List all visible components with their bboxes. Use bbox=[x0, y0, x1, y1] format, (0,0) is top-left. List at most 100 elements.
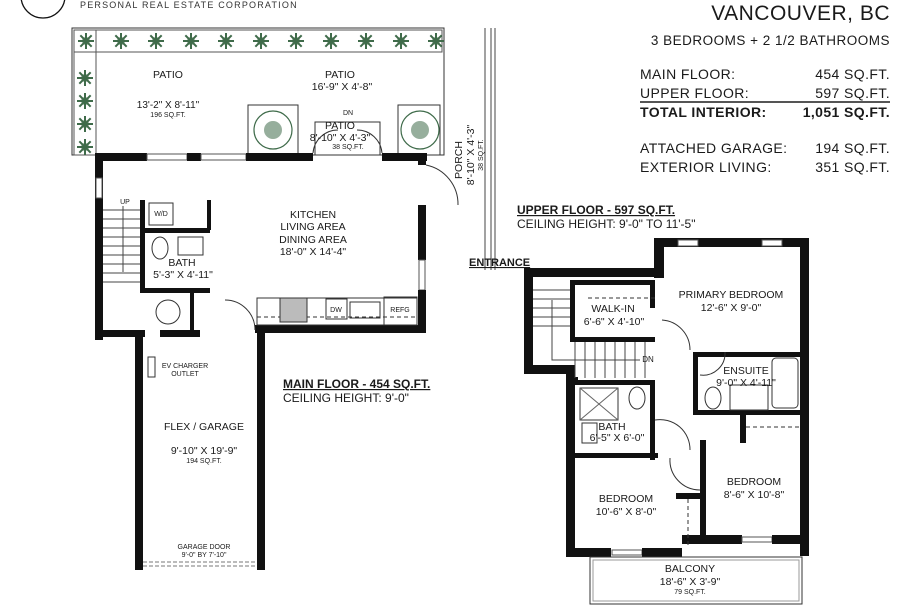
shrub-icon bbox=[78, 33, 94, 49]
bedrooms-bathrooms: 3 BEDROOMS + 2 1/2 BATHROOMS bbox=[650, 33, 890, 48]
room-label: PATIO bbox=[325, 120, 355, 132]
dishwasher bbox=[325, 298, 348, 320]
row-value: 194 SQ.FT. bbox=[815, 140, 890, 156]
room-dims: 8'-10" X 4'-3" bbox=[310, 132, 371, 144]
logo-icon bbox=[20, 0, 66, 19]
row-label: UPPER FLOOR: bbox=[640, 85, 750, 101]
shrub-icon bbox=[113, 33, 129, 49]
room-label: BATH bbox=[598, 421, 625, 433]
room-label: DINING AREA bbox=[279, 234, 347, 246]
patio-outline bbox=[71, 27, 445, 156]
tree-icon bbox=[264, 121, 282, 139]
shrub-icon bbox=[77, 70, 93, 86]
main-floor-ceiling: CEILING HEIGHT: 9'-0" bbox=[283, 391, 409, 405]
room-label: PRIMARY BEDROOM bbox=[679, 289, 784, 301]
room-label: ENSUITE bbox=[723, 365, 769, 377]
shrub-icon bbox=[428, 33, 444, 49]
garage-door-label: GARAGE DOOR bbox=[178, 544, 231, 551]
room-label: BEDROOM bbox=[727, 476, 781, 488]
row-label: ATTACHED GARAGE: bbox=[640, 140, 788, 156]
stairs bbox=[103, 206, 140, 283]
row-value: 454 SQ.FT. bbox=[815, 66, 890, 82]
shrub-icon bbox=[183, 33, 199, 49]
door-swing bbox=[224, 299, 256, 331]
washer-dryer bbox=[148, 202, 174, 226]
room-dims: 10'-6" X 8'-0" bbox=[596, 506, 657, 518]
wd-label: W/D bbox=[154, 211, 168, 218]
shrub-icon bbox=[288, 33, 304, 49]
room-dims: 6'-5" X 6'-0" bbox=[590, 432, 645, 444]
porch-label: PORCH 8'-10" X 4'-3" 38 SQ.FT. bbox=[453, 124, 485, 185]
svg-text:8'-10" X 4'-3": 8'-10" X 4'-3" bbox=[465, 124, 477, 185]
garage-door-label: 9'-0" BY 7'-10" bbox=[182, 552, 227, 559]
row-value: 597 SQ.FT. bbox=[815, 85, 890, 101]
room-label: BATH bbox=[168, 257, 195, 269]
drain-icon bbox=[155, 299, 181, 325]
door-swing bbox=[661, 319, 691, 351]
sink-icon bbox=[581, 422, 598, 444]
room-label: PATIO bbox=[325, 69, 355, 81]
shrub-icon bbox=[393, 33, 409, 49]
room-label: PATIO bbox=[153, 69, 183, 81]
svg-text:PORCH: PORCH bbox=[453, 141, 465, 179]
tree-icon bbox=[400, 110, 440, 150]
sink-icon bbox=[177, 236, 204, 256]
stairs bbox=[533, 289, 646, 378]
upper-floor-plan: UPPER FLOOR - 597 SQ.FT. CEILING HEIGHT:… bbox=[517, 203, 809, 605]
room-dims: 12'-6" X 9'-0" bbox=[701, 302, 762, 314]
stair-dn-label: DN bbox=[642, 355, 654, 364]
patio-door-swing bbox=[312, 129, 383, 154]
city-title: VANCOUVER, BC bbox=[711, 2, 890, 25]
upper-floor-ceiling: CEILING HEIGHT: 9'-0" TO 11'-5" bbox=[517, 217, 696, 231]
shrub-icons bbox=[77, 33, 444, 155]
patio-step bbox=[314, 121, 381, 156]
summary-row-garage: ATTACHED GARAGE: 194 SQ.FT. bbox=[640, 140, 890, 156]
room-label: BEDROOM bbox=[599, 493, 653, 505]
room-dims: 13'-2" X 8'-11" bbox=[137, 100, 200, 111]
row-label: TOTAL INTERIOR: bbox=[640, 104, 767, 120]
summary-row-upper: UPPER FLOOR: 597 SQ.FT. bbox=[640, 85, 890, 103]
room-label: KITCHEN bbox=[290, 209, 336, 221]
door-swing bbox=[654, 419, 691, 451]
room-label: BALCONY bbox=[665, 563, 715, 575]
entrance-label: ENTRANCE bbox=[469, 257, 530, 269]
door-swing bbox=[699, 351, 726, 376]
row-label: EXTERIOR LIVING: bbox=[640, 159, 772, 175]
ev-label: EV CHARGER bbox=[162, 363, 208, 370]
summary-row-exterior: EXTERIOR LIVING: 351 SQ.FT. bbox=[640, 159, 890, 175]
room-area: 194 SQ.FT. bbox=[186, 458, 221, 465]
room-dims: 18'-0" X 14'-4" bbox=[280, 246, 347, 258]
room-dims: 8'-6" X 10'-8" bbox=[724, 489, 785, 501]
room-dims: 5'-3" X 4'-11" bbox=[153, 269, 213, 281]
stair-up-label: UP bbox=[120, 199, 130, 206]
main-floor-plan: PATIO 13'-2" X 8'-11" 196 SQ.FT. PATIO 1… bbox=[71, 27, 530, 570]
brand-tagline: PERSONAL REAL ESTATE CORPORATION bbox=[80, 0, 298, 10]
room-dims: 16'-9" X 4'-8" bbox=[312, 81, 373, 93]
room-dims: 6'-6" X 4'-10" bbox=[584, 316, 645, 328]
summary-row-total: TOTAL INTERIOR: 1,051 SQ.FT. bbox=[640, 104, 890, 120]
dw-label: DW bbox=[330, 307, 342, 314]
shrub-icon bbox=[77, 139, 93, 155]
room-area: 38 SQ.FT. bbox=[332, 144, 364, 151]
room-dims: 18'-6" X 3'-9" bbox=[660, 576, 721, 588]
shower-icon bbox=[579, 387, 619, 421]
refg-label: REFG bbox=[390, 307, 409, 314]
shrub-icon bbox=[253, 33, 269, 49]
bathtub-icon bbox=[771, 357, 799, 409]
summary-row-main: MAIN FLOOR:454 SQ.FT. bbox=[640, 66, 890, 82]
toilet-icon bbox=[628, 386, 646, 410]
shrub-icon bbox=[323, 33, 339, 49]
tree-icon bbox=[411, 121, 429, 139]
door-swing bbox=[669, 457, 701, 491]
room-label: WALK-IN bbox=[591, 303, 634, 315]
ev-charger-icon bbox=[147, 356, 156, 378]
row-value: 1,051 SQ.FT. bbox=[802, 104, 890, 120]
shrub-icon bbox=[218, 33, 234, 49]
room-dims: 9'-0" X 4'-11" bbox=[716, 377, 776, 389]
svg-text:38 SQ.FT.: 38 SQ.FT. bbox=[478, 139, 485, 171]
balcony-outline bbox=[589, 556, 803, 605]
row-value: 351 SQ.FT. bbox=[815, 159, 890, 175]
stove-icon bbox=[279, 297, 308, 323]
refrigerator bbox=[383, 296, 418, 326]
